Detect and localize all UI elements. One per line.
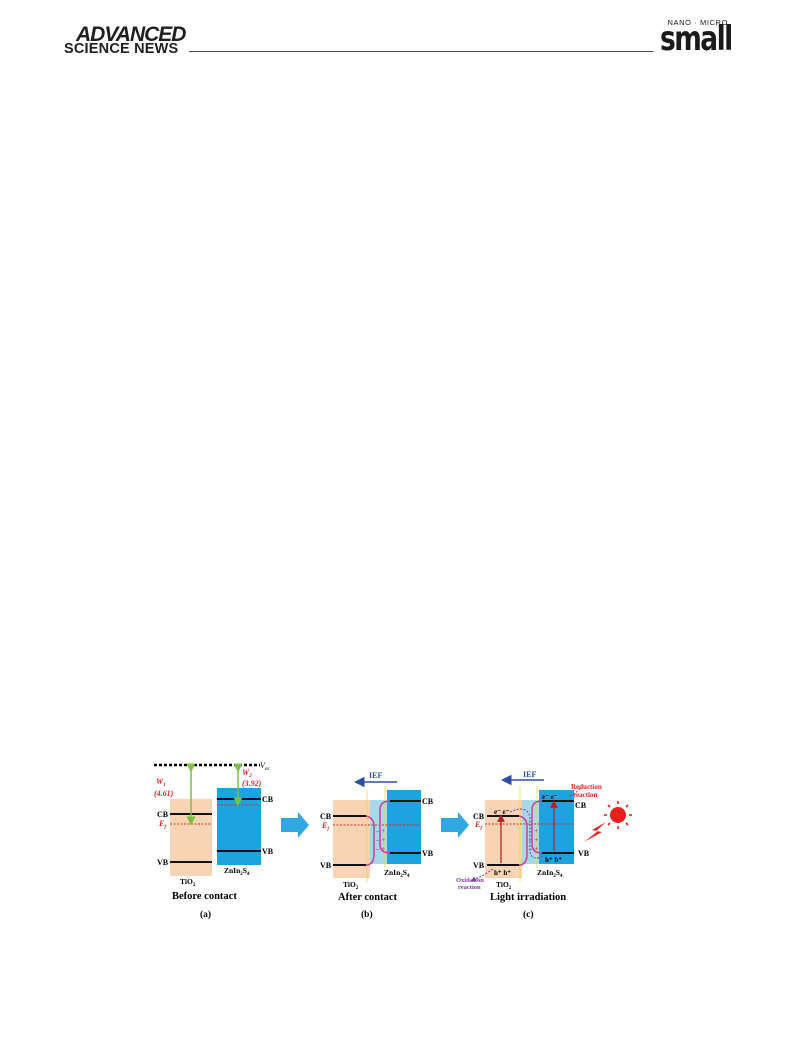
ief-label: IEF [523,770,536,779]
charge-signs: – + [375,836,385,844]
vb-label-left: VB [473,861,485,870]
vb-label-left: VB [320,861,332,870]
journal-logo-subtitle: NANO · MICRO [667,18,728,27]
journal-logo: NANO · MICRO small [660,18,734,58]
cb-label-left: CB [473,812,485,821]
fermi-label: Ef [158,819,167,830]
vb-label-right: VB [422,849,434,858]
flow-arrow-2 [441,812,469,838]
vb-label-left: VB [157,858,169,867]
ief-label: IEF [369,771,382,780]
panel-c: IEF Reduction reaction – + – + – + e⁻ e⁻… [456,770,632,920]
publisher-logo-bottom: SCIENCE NEWS [64,41,179,57]
cb-label-right: CB [575,801,587,810]
band-bending-left [518,815,528,866]
charge-signs: – + [528,827,538,835]
oxidation-label-2: reaction [458,884,481,891]
zis-label: ZnIn2S4 [384,868,410,879]
panel-label-a: (a) [200,909,211,920]
charge-signs: – + [528,845,538,853]
panel-b: IEF – + – + – + CB Ef VB CB VB TiO2 ZnIn… [320,771,434,920]
cb-label-right: CB [262,795,274,804]
band-bending-right [531,800,543,854]
panel-label-c: (c) [523,909,534,920]
vb-label-right: VB [578,849,590,858]
holes-right: h⁺ h⁺ [545,856,562,864]
panel-label-b: (b) [361,909,373,920]
charge-signs: – + [528,836,538,844]
flow-arrow-1 [281,812,309,838]
page-header: ADVANCED SCIENCE NEWS NANO · MICRO small [0,0,793,70]
cb-label-right: CB [422,797,434,806]
band-bending-left [365,815,375,866]
reduction-label-2: reaction [573,791,597,799]
sun-icon [604,801,632,829]
journal-logo-title: small [660,19,733,59]
work-function-2-value: (3.92) [242,779,262,788]
work-function-1-label: W1 [156,777,166,788]
vacuum-label: Vac [260,761,271,772]
zis-band-block [387,790,421,864]
vb-label-right: VB [262,847,274,856]
header-rule [189,51,653,52]
caption-before-contact: Before contact [172,891,237,902]
band-diagram-figure: Vac W1 (4.61) W2 (3.92) CB Ef VB CB VB T… [140,758,660,928]
light-bolt-icon [584,822,606,842]
band-diagram-svg: Vac W1 (4.61) W2 (3.92) CB Ef VB CB VB T… [154,761,632,920]
tio2-label: TiO2 [496,880,512,891]
reduction-label-1: Reduction [571,783,602,791]
publisher-logo-top: ADVANCED [76,23,186,46]
oxidation-label-1: Oxidation [456,877,484,884]
tio2-label: TiO2 [343,880,359,891]
zis-label: ZnIn2S4 [224,866,250,877]
tio2-band-block [333,800,370,878]
electrons-left: e⁻ e⁻ [494,808,510,816]
holes-left: h⁺ h⁺ [494,869,511,877]
oxidation-arrow [470,868,494,882]
work-function-2-label: W2 [242,768,252,779]
fermi-label: Ef [321,821,330,832]
band-bending-right [379,800,391,854]
panel-a: Vac W1 (4.61) W2 (3.92) CB Ef VB CB VB T… [154,761,274,920]
caption-after-contact: After contact [338,892,397,903]
cb-label-left: CB [157,810,169,819]
caption-light-irradiation: Light irradiation [490,892,566,903]
reduction-arrow [569,787,581,797]
charge-signs: – + [375,827,385,835]
work-function-1-value: (4.61) [154,789,174,798]
zis-label: ZnIn2S4 [537,868,563,879]
fermi-label: Ef [474,820,483,831]
tio2-label: TiO2 [180,877,196,888]
charge-signs: – + [375,845,385,853]
electrons-right: e⁻ e⁻ [542,793,558,801]
cb-label-left: CB [320,812,332,821]
